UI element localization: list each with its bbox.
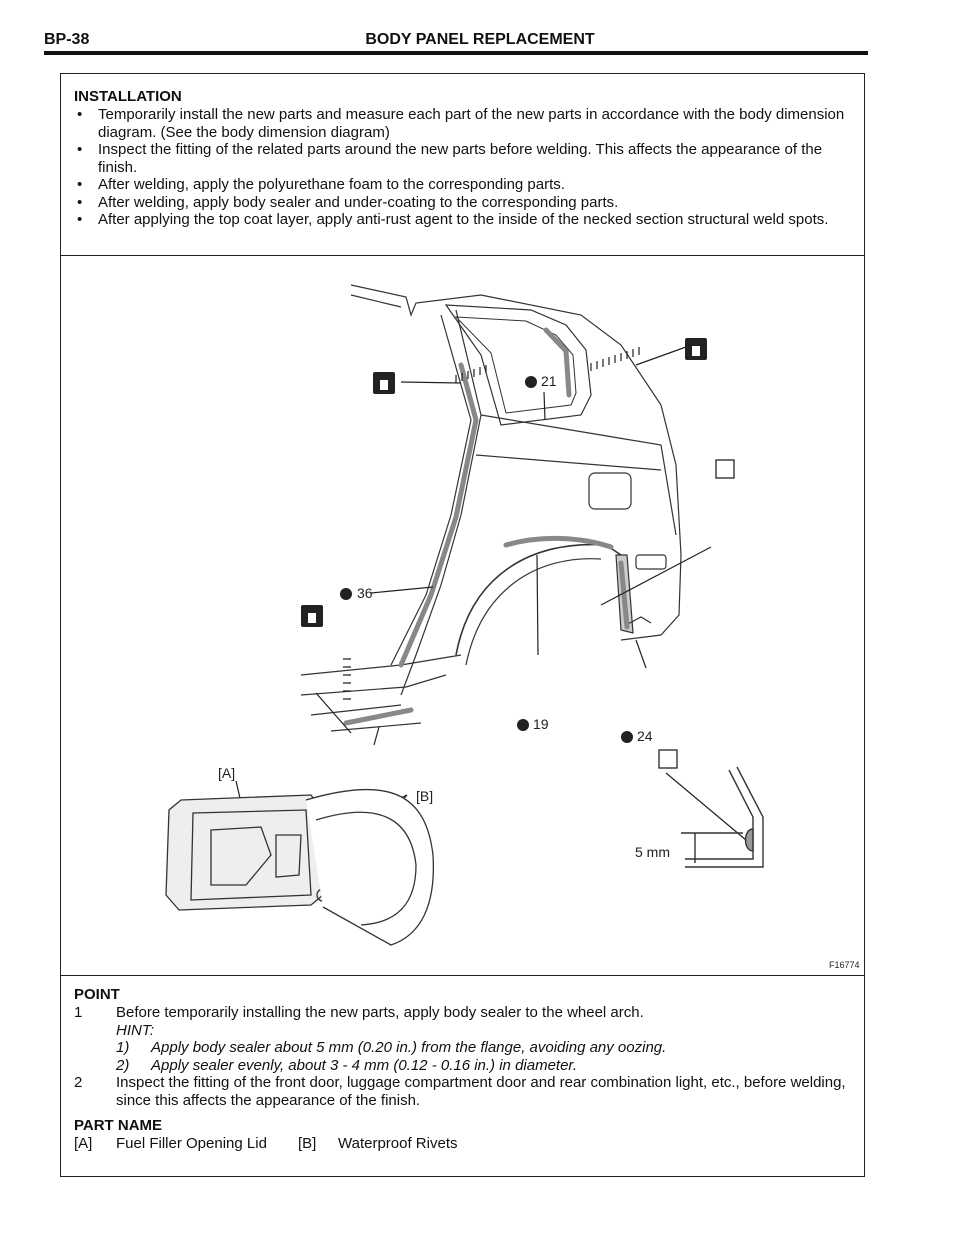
installation-item: •After applying the top coat layer, appl… bbox=[77, 211, 829, 228]
part-code: [A] bbox=[74, 1135, 93, 1152]
part-code: [B] bbox=[298, 1135, 317, 1152]
hint-item: 2) Apply sealer evenly, about 3 - 4 mm (… bbox=[116, 1056, 578, 1074]
header-rule bbox=[44, 51, 868, 55]
hint-item: 1) Apply body sealer about 5 mm (0.20 in… bbox=[116, 1039, 667, 1056]
installation-list: •Temporarily install the new parts and m… bbox=[74, 106, 859, 229]
content-frame: INSTALLATION •Temporarily install the ne… bbox=[60, 73, 865, 1177]
quarter-panel-diagram: 21 36 19 24 8 [A] [B] bbox=[165, 284, 860, 970]
installation-heading: INSTALLATION bbox=[74, 88, 182, 105]
figure-code: F16774 bbox=[829, 960, 860, 970]
weld-label-24: 24 bbox=[637, 728, 653, 744]
hint-label: HINT: bbox=[116, 1021, 155, 1039]
page-title: BODY PANEL REPLACEMENT bbox=[365, 31, 595, 48]
part-name-heading: PART NAME bbox=[74, 1117, 163, 1134]
part-label-a: [A] bbox=[218, 765, 235, 781]
part-name: Fuel Filler Opening Lid bbox=[116, 1135, 267, 1152]
weld-label-36: 36 bbox=[357, 585, 373, 601]
part-name: Waterproof Rivets bbox=[338, 1135, 458, 1152]
installation-item: •After welding, apply the polyurethane f… bbox=[77, 176, 565, 193]
dimension-label: 5 mm bbox=[635, 844, 670, 860]
installation-item: •After welding, apply body sealer and un… bbox=[77, 193, 619, 211]
installation-section: INSTALLATION •Temporarily install the ne… bbox=[61, 74, 864, 256]
point-heading: POINT bbox=[74, 986, 120, 1003]
part-label-b: [B] bbox=[416, 788, 433, 804]
point-item: 1 Before temporarily installing the new … bbox=[74, 1004, 644, 1021]
weld-label-19: 19 bbox=[533, 716, 549, 732]
page-code: BP-38 bbox=[44, 31, 90, 48]
installation-item: •Inspect the fitting of the related part… bbox=[77, 141, 823, 176]
point-item: 2 Inspect the fitting of the front door,… bbox=[74, 1074, 846, 1109]
part-name-list: [A] Fuel Filler Opening Lid [B] Waterpro… bbox=[74, 1135, 859, 1153]
weld-label-21: 21 bbox=[541, 373, 557, 389]
figure-section: 21 36 19 24 8 [A] [B] bbox=[61, 255, 864, 976]
installation-item: •Temporarily install the new parts and m… bbox=[77, 106, 845, 141]
